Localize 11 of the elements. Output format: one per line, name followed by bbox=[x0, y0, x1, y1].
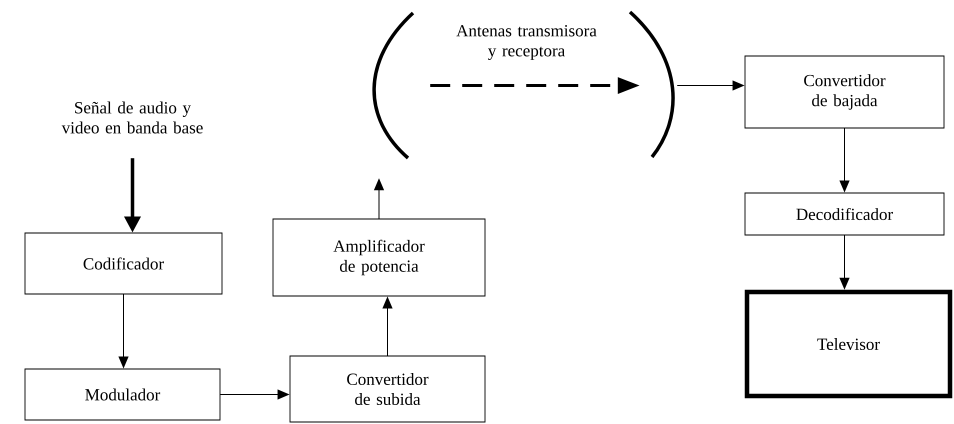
process-box: Modulador bbox=[24, 368, 220, 420]
process-box: Convertidor de subida bbox=[290, 356, 486, 422]
process-box: Decodificador bbox=[744, 192, 944, 236]
edge-label: Antenas transmisora y receptora bbox=[456, 25, 597, 60]
process-box: Convertidor de bajada bbox=[744, 56, 944, 128]
screen-box: Televisor bbox=[744, 290, 952, 398]
process-box: Codificador bbox=[24, 232, 222, 294]
antenna-arc bbox=[628, 10, 675, 158]
antenna-arc bbox=[372, 12, 414, 160]
text-label: Señal de audio y video en banda base bbox=[62, 102, 203, 134]
process-box: Amplificador de potencia bbox=[272, 218, 486, 296]
